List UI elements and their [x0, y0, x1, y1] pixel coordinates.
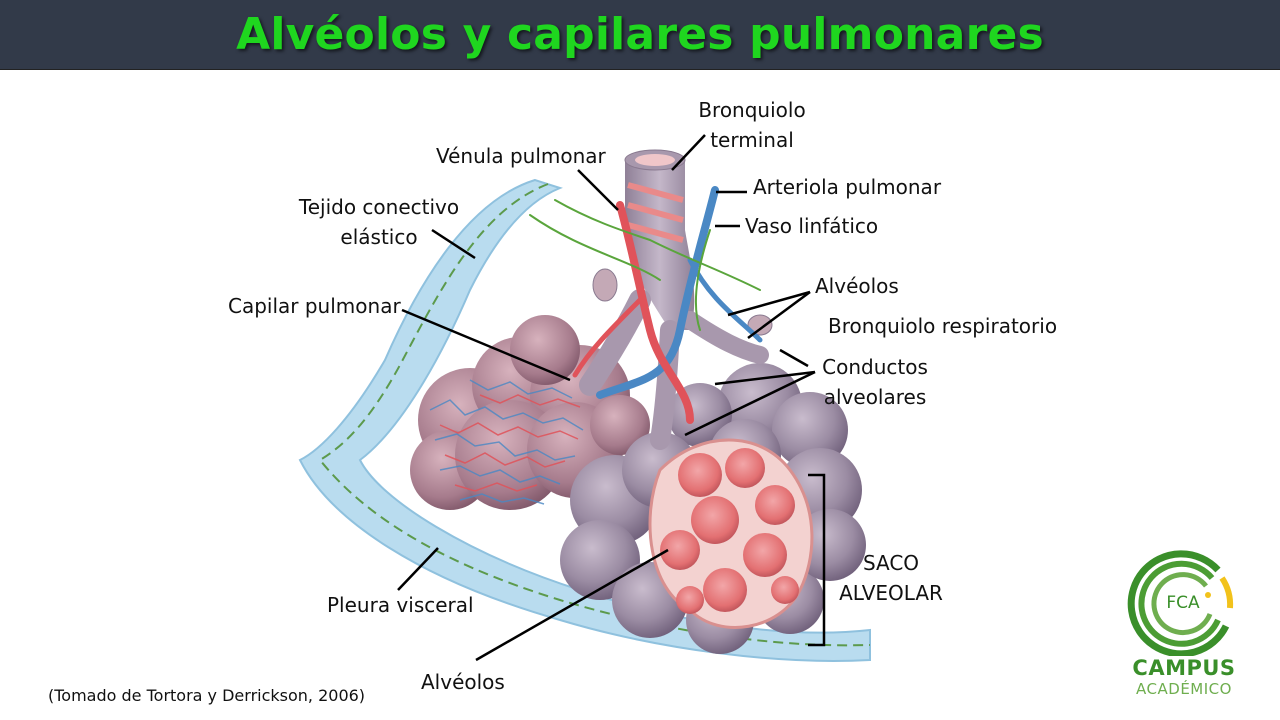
logo-emblem: FCA — [1127, 550, 1234, 658]
slide-title: Alvéolos y capilares pulmonares — [236, 9, 1044, 60]
blood-vessels — [529, 186, 763, 424]
label-bronquiolo-respiratorio: Bronquiolo respiratorio — [828, 314, 1058, 338]
leader-pleura — [397, 547, 439, 591]
leader-alveolos-top-b — [747, 290, 811, 340]
label-tejido-conectivo: Tejido conectivo elástico — [298, 195, 460, 249]
label-venula-pulmonar: Vénula pulmonar — [436, 144, 606, 168]
label-pleura-visceral: Pleura visceral — [327, 593, 474, 617]
leader-venula — [577, 169, 619, 211]
pleura-visceral-band — [298, 178, 871, 662]
logo-name: CAMPUS — [1132, 656, 1236, 680]
anatomy-illustration — [298, 134, 871, 662]
alveolar-sac-section — [648, 438, 814, 629]
title-bar: Alvéolos y capilares pulmonares — [0, 0, 1280, 70]
leader-bronquiolo-resp — [779, 348, 809, 368]
leader-conductos-b — [684, 370, 816, 437]
label-vaso-linfatico: Vaso linfático — [745, 214, 879, 238]
logo-initials: FCA — [1166, 593, 1200, 613]
label-arteriola-pulmonar: Arteriola pulmonar — [753, 175, 942, 199]
logo-subtitle: ACADÉMICO — [1136, 680, 1232, 698]
capillary-cluster — [410, 315, 650, 510]
label-capilar-pulmonar: Capilar pulmonar — [228, 294, 401, 318]
label-bronquiolo-terminal: Bronquiolo terminal — [698, 98, 806, 152]
label-conductos-alveolares: Conductos alveolares — [822, 355, 928, 409]
leader-alveolos-top-a — [727, 290, 811, 317]
leader-lines — [397, 134, 826, 662]
leader-tejido-conectivo — [431, 228, 476, 260]
label-alveolos-bottom: Alvéolos — [421, 670, 505, 694]
source-caption: (Tomado de Tortora y Derrickson, 2006) — [48, 686, 366, 705]
label-saco-alveolar: SACO ALVEOLAR — [839, 551, 943, 605]
leader-capilar — [401, 308, 571, 382]
campus-academico-logo: FCA CAMPUS ACADÉMICO — [1126, 548, 1242, 700]
leader-bronquiolo-terminal — [671, 134, 706, 171]
label-alveolos-top: Alvéolos — [815, 274, 899, 298]
leader-conductos-a — [714, 370, 816, 386]
saco-bracket — [808, 473, 826, 647]
leader-alveolos-bottom — [475, 548, 669, 662]
